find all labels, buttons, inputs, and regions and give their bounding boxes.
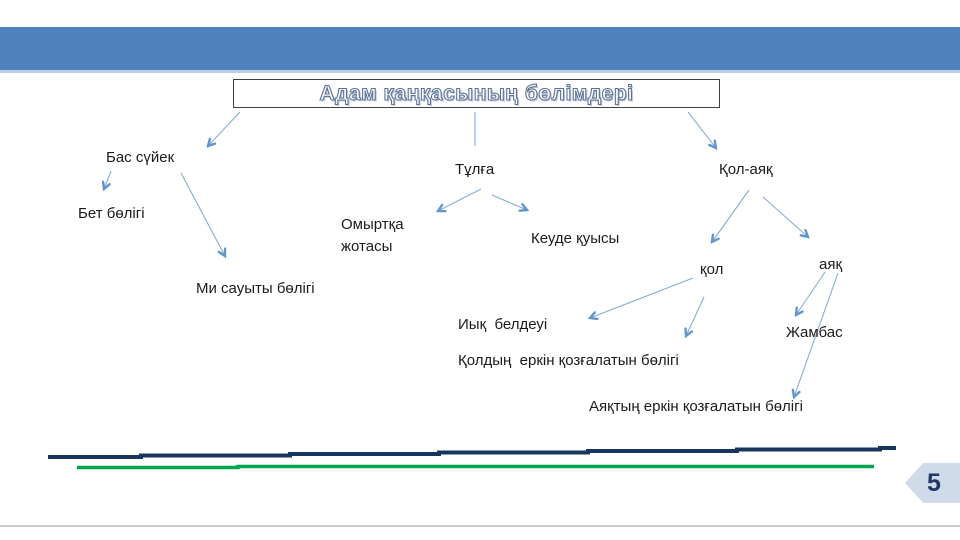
- page-number: 5: [927, 469, 941, 497]
- node-ayaktyn: Аяқтың еркін қозғалатын бөлігі: [589, 398, 803, 415]
- node-tulga: Тұлға: [455, 161, 495, 178]
- slide-title-box: Адам қаңқасының бөлімдері: [233, 79, 720, 108]
- header-accent-strip: [0, 70, 960, 73]
- node-koldyn: Қолдың еркін қозғалатын бөлігі: [458, 352, 679, 369]
- page-number-tab: 5: [905, 463, 960, 503]
- node-iyk: Иық белдеуі: [458, 316, 548, 333]
- node-mi-sauyty: Ми сауыты бөлігі: [196, 280, 315, 297]
- node-ayak: аяқ: [819, 256, 843, 273]
- arrow-kol-to-iyk: [590, 277, 694, 318]
- footer-green-line: [77, 464, 874, 470]
- node-omyrtka: Омыртқа жотасы: [341, 216, 404, 255]
- header-bar: [0, 27, 960, 70]
- arrow-bas-to-mi: [180, 172, 225, 256]
- arrow-tulga-to-omyrtka: [438, 188, 482, 211]
- arrow-title-to-kol-ayak: [687, 111, 716, 148]
- arrow-title-to-bas-suyek: [208, 111, 241, 146]
- footer-navy-line: [48, 446, 896, 459]
- arrow-ayak-to-ayaktyn: [794, 272, 839, 397]
- arrow-bas-to-bet: [104, 170, 112, 189]
- node-bas-suyek: Бас сүйек: [106, 149, 175, 166]
- node-bet-boligi: Бет бөлігі: [78, 205, 145, 222]
- node-kol: қол: [700, 261, 724, 278]
- arrow-kolayak-to-ayak: [762, 196, 808, 237]
- arrow-ayak-to-zhambas: [796, 271, 826, 315]
- slide-title: Адам қаңқасының бөлімдері: [319, 81, 634, 105]
- slide-bottom-edge: [0, 525, 960, 527]
- arrow-kol-to-koldyn: [686, 296, 705, 336]
- arrow-kolayak-to-kol: [712, 189, 750, 242]
- node-zhambas: Жамбас: [786, 324, 843, 341]
- node-keude: Кеуде қуысы: [531, 230, 620, 247]
- arrow-tulga-to-keude: [491, 194, 527, 210]
- node-kol-ayak: Қол-аяқ: [719, 161, 773, 178]
